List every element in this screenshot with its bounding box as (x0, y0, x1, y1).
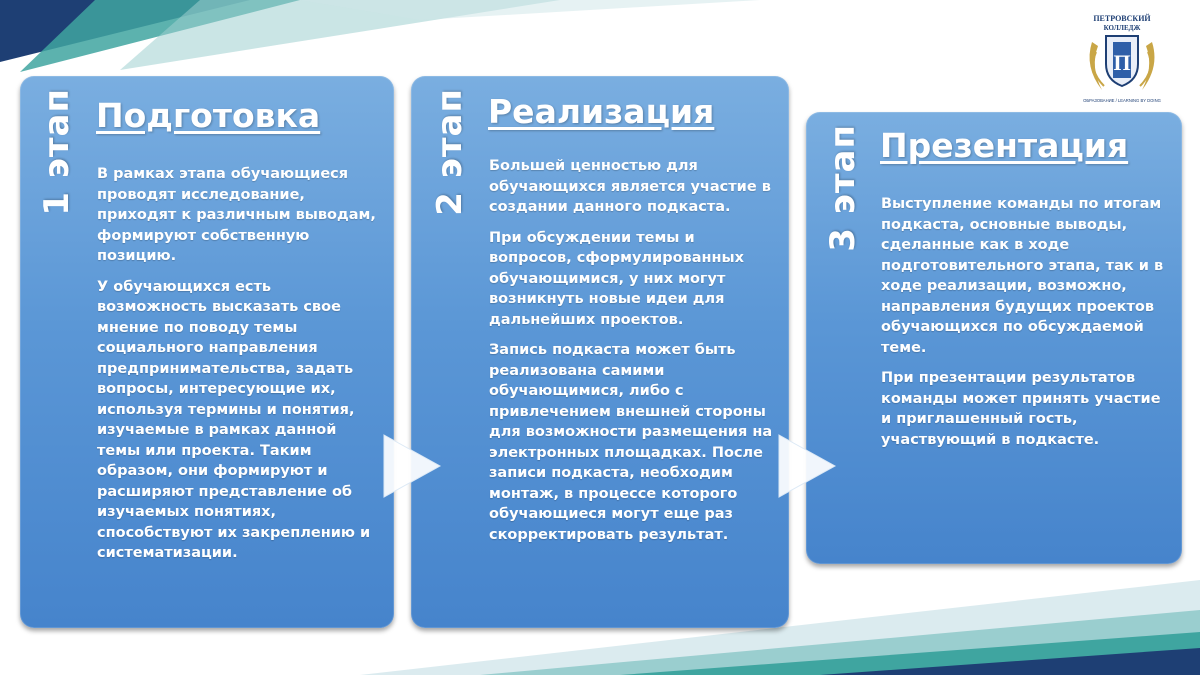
stage-2-paragraph-2: При обсуждении темы и вопросов, сформули… (489, 229, 744, 328)
stage-label-2: 2 этап (430, 88, 470, 216)
stage-1-paragraph-2: У обучающихся есть возможность высказать… (97, 278, 371, 562)
stage-body-3: Выступление команды по итогам подкаста, … (881, 194, 1171, 460)
stage-card-1: 1 этап Подготовка В рамках этапа обучающ… (20, 76, 394, 628)
arrow-right-icon (778, 434, 837, 498)
logo-text-line1: ПЕТРОВСКИЙ (1093, 14, 1151, 23)
logo-arc-text: ОБРАЗОВАНИЕ / LEARNING BY DOING (1083, 98, 1161, 103)
stage-body-2: Большей ценностью для обучающихся являет… (489, 156, 779, 555)
stage-3-paragraph-2: При презентации результатов команды може… (881, 370, 1161, 448)
stage-title-3: Презентация (880, 126, 1129, 165)
arrow-right-icon (383, 434, 442, 498)
stage-title-2: Реализация (488, 92, 715, 131)
stage-card-2: 2 этап Реализация Большей ценностью для … (411, 76, 789, 628)
stage-2-paragraph-3: Запись подкаста может быть реализована с… (489, 342, 773, 543)
logo-monogram: П (1113, 50, 1130, 75)
stage-card-3: 3 этап Презентация Выступление команды п… (806, 112, 1182, 564)
stage-1-paragraph-1: В рамках этапа обучающиеся проводят иссл… (97, 166, 376, 264)
stage-body-1: В рамках этапа обучающиеся проводят иссл… (97, 164, 379, 574)
stage-2-paragraph-1: Большей ценностью для обучающихся являет… (489, 158, 771, 215)
logo-text-line2: КОЛЛЕДЖ (1104, 24, 1141, 32)
stage-label-1: 1 этап (37, 88, 77, 216)
college-logo: ПЕТРОВСКИЙ КОЛЛЕДЖ П ОБРАЗОВАНИЕ / LEARN… (1083, 14, 1161, 103)
stage-label-3: 3 этап (823, 124, 863, 252)
stage-3-paragraph-1: Выступление команды по итогам подкаста, … (881, 196, 1164, 356)
stage-title-1: Подготовка (96, 96, 321, 135)
